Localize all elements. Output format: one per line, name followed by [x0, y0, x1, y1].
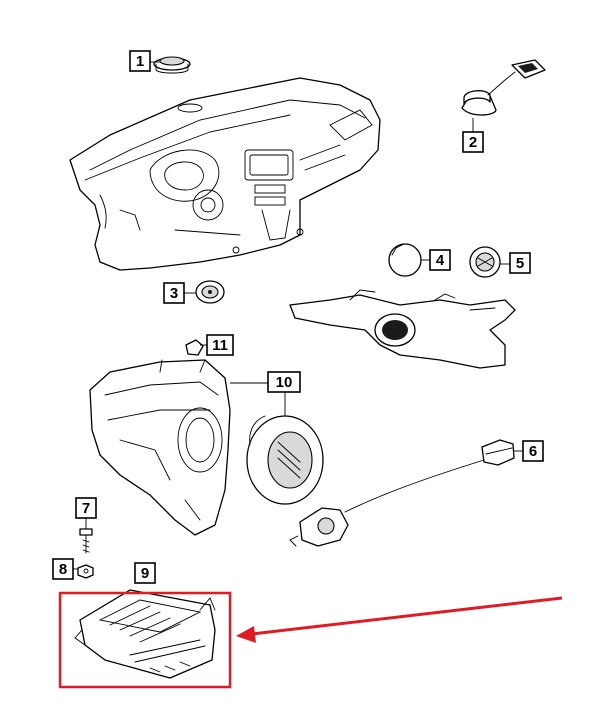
svg-text:11: 11 — [212, 337, 228, 354]
svg-text:1: 1 — [136, 53, 144, 70]
round-speaker-part — [388, 243, 422, 277]
svg-text:3: 3 — [170, 285, 178, 302]
subwoofer-enclosure-part — [89, 359, 231, 536]
wire-harness-part — [289, 439, 515, 547]
highlight-frame — [58, 591, 232, 689]
svg-text:4: 4 — [436, 252, 445, 269]
callout-3: 3 — [163, 282, 185, 304]
callout-7: 7 — [75, 497, 97, 519]
amplifier-module-part — [74, 589, 216, 679]
bolt-part — [79, 528, 93, 554]
callout-1: 1 — [129, 50, 151, 72]
small-speaker-part — [195, 280, 225, 304]
leader-lines — [73, 61, 523, 570]
callout-5: 5 — [509, 252, 531, 274]
svg-text:5: 5 — [516, 255, 524, 272]
woofer-speaker-part — [246, 415, 324, 505]
instrument-panel — [69, 77, 381, 271]
center-speaker-bracket-part — [289, 289, 516, 369]
callout-6: 6 — [522, 440, 544, 462]
callout-9: 9 — [134, 562, 156, 584]
svg-text:6: 6 — [529, 443, 537, 460]
svg-text:7: 7 — [82, 500, 90, 517]
clip-part — [185, 339, 204, 356]
callout-8: 8 — [52, 558, 74, 580]
highlight-arrow — [236, 596, 563, 643]
callout-2: 2 — [462, 131, 484, 153]
connector-cable-part — [461, 59, 546, 116]
round-tweeter-part — [469, 246, 501, 278]
callout-4: 4 — [429, 249, 451, 271]
dash-tweeter-part — [153, 56, 191, 74]
callout-10: 10 — [267, 371, 301, 393]
callout-11: 11 — [206, 334, 234, 356]
svg-text:2: 2 — [469, 134, 477, 151]
svg-text:10: 10 — [276, 374, 293, 391]
svg-text:8: 8 — [59, 561, 67, 578]
svg-text:9: 9 — [141, 565, 149, 582]
nut-part — [77, 564, 94, 579]
